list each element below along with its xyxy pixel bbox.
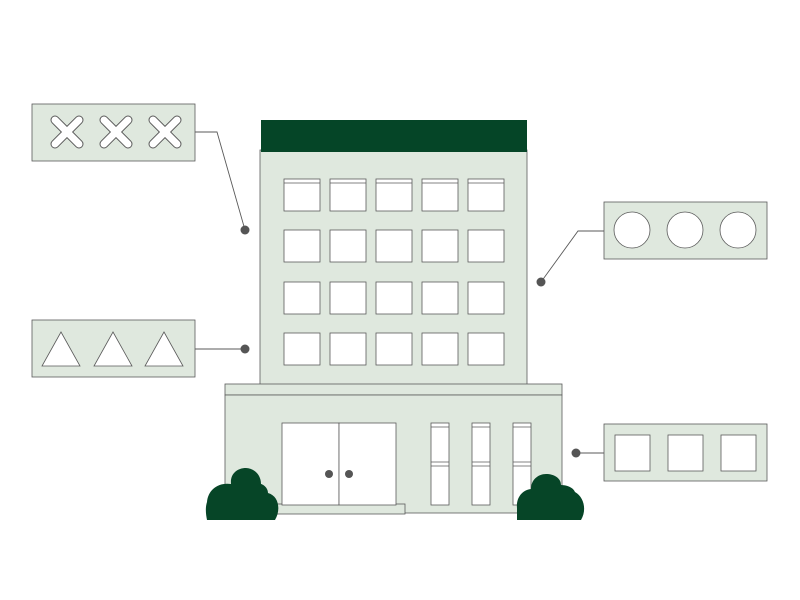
door-right-panel [338,422,397,506]
window-pane [467,229,505,263]
triangle-icon [93,331,133,367]
side-panel-frame [471,422,491,506]
side-panel-frame [430,422,450,506]
window [329,332,367,366]
base-cornice [224,383,563,396]
callout-anchor-dot [571,448,581,458]
square-icon [720,434,757,472]
x-mark-icon [100,116,132,148]
upper-tower [259,120,528,386]
window-pane [421,229,459,263]
bush-left [205,468,279,520]
triangle-icon [144,331,184,367]
window-pane [421,178,459,212]
side-panel [430,422,450,506]
x-mark-icon [149,116,181,148]
callout-anchor-dot [536,277,546,287]
door-knob [325,470,333,478]
callout-top-right [536,201,768,287]
window-grid [283,178,505,366]
entrance-door [281,422,397,506]
callout-leader-line [195,131,246,231]
window [283,332,321,366]
window-pane [283,281,321,315]
window [467,229,505,263]
window-pane [283,178,321,212]
bush-left-shape [205,468,279,520]
window-pane [375,281,413,315]
circle-icon [613,211,651,249]
triangle-icon [41,331,81,367]
callout-top-left [31,103,250,235]
window [421,281,459,315]
window-pane [467,178,505,212]
window-pane [421,332,459,366]
window-pane [421,281,459,315]
bush-right-shape [516,474,585,520]
circle-icon [719,211,757,249]
circle-icon [666,211,704,249]
window-pane [375,178,413,212]
window [375,178,413,212]
door-knobs [325,470,353,478]
window-pane [329,178,367,212]
callout-bottom-left [31,319,250,378]
door-left-panel [281,422,340,506]
window-pane [375,332,413,366]
door-knob [345,470,353,478]
roof-band [261,120,527,152]
window-pane [283,229,321,263]
window-pane [329,229,367,263]
window [375,229,413,263]
window [467,332,505,366]
window-pane [329,332,367,366]
window [421,229,459,263]
side-panel [471,422,491,506]
window [421,332,459,366]
building-base [224,383,563,515]
square-icon [614,434,651,472]
callouts [31,103,768,482]
side-panels [430,422,532,506]
window [283,229,321,263]
window-pane [375,229,413,263]
window [421,178,459,212]
window [283,281,321,315]
window-pane [329,281,367,315]
window [375,332,413,366]
callout-bottom-right [571,423,768,482]
window [375,281,413,315]
callout-anchor-dot [240,344,250,354]
window-pane [467,281,505,315]
window [329,229,367,263]
window-pane [467,332,505,366]
bush-right [516,474,585,520]
entrance-step [271,503,406,515]
square-icon [667,434,704,472]
x-mark-icon [51,116,83,148]
callout-leader-line [540,230,604,283]
window [467,178,505,212]
window [329,281,367,315]
window [283,178,321,212]
window [329,178,367,212]
callout-anchor-dot [240,225,250,235]
window [467,281,505,315]
window-pane [283,332,321,366]
